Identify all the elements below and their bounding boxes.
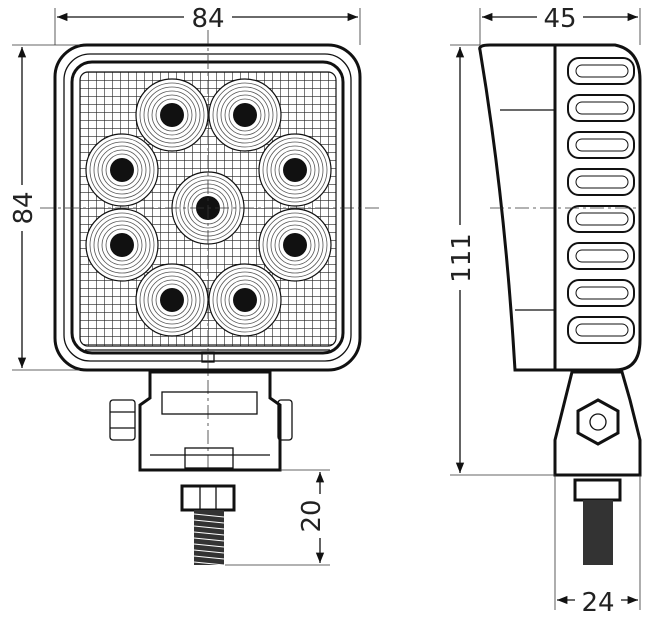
led — [85, 133, 159, 207]
fin — [567, 168, 635, 196]
fin — [567, 279, 635, 307]
led — [85, 208, 159, 282]
fin — [567, 316, 635, 344]
hex-nut — [576, 398, 620, 446]
led — [208, 78, 282, 152]
fin — [567, 205, 635, 233]
front-view — [40, 30, 380, 566]
heatsink-fins — [567, 57, 635, 344]
side-bolt — [583, 500, 613, 565]
dim-bracket-width: 24 — [581, 588, 614, 618]
led-array — [85, 78, 332, 337]
dimensions: 84 84 45 111 20 24 — [8, 2, 641, 618]
front-housing — [53, 43, 362, 372]
led — [135, 263, 209, 337]
fin — [567, 94, 635, 122]
side-front-bezel — [478, 43, 557, 372]
dim-front-width: 84 — [191, 4, 224, 34]
led — [208, 263, 282, 337]
fin — [567, 57, 635, 85]
side-heatsink — [555, 43, 642, 372]
mount-bracket — [109, 370, 293, 472]
dim-front-height: 84 — [9, 191, 39, 224]
dim-side-height: 111 — [447, 233, 477, 283]
led — [258, 208, 332, 282]
led — [135, 78, 209, 152]
bolt — [180, 484, 236, 566]
fin — [567, 242, 635, 270]
side-view — [478, 43, 642, 565]
dim-side-depth: 45 — [543, 4, 576, 34]
side-bracket — [553, 370, 642, 477]
dim-bolt-length: 20 — [297, 499, 327, 532]
fin — [567, 131, 635, 159]
led — [258, 133, 332, 207]
